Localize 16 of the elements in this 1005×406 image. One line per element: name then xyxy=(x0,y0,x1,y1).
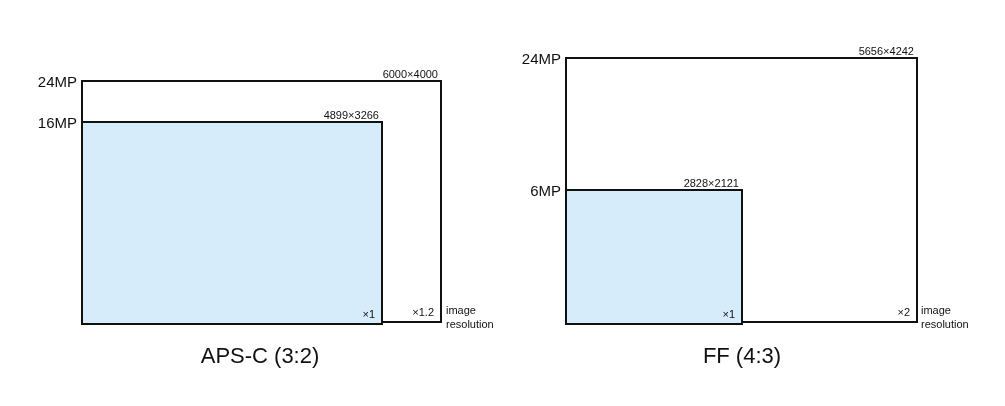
resolution-label: 6000×4000 xyxy=(382,68,438,80)
megapixel-label: 24MP xyxy=(37,73,77,90)
resolution-label: 2828×2121 xyxy=(683,177,739,189)
format-title: FF (4:3) xyxy=(701,342,783,370)
resolution-label: 5656×4242 xyxy=(858,45,914,57)
format-title: APS-C (3:2) xyxy=(199,342,321,370)
resolution-label: 4899×3266 xyxy=(323,109,379,121)
axis-caption: image resolution xyxy=(921,304,970,332)
megapixel-label: 16MP xyxy=(37,114,77,131)
megapixel-label: 24MP xyxy=(521,50,561,67)
scale-factor-label: ×2 xyxy=(897,306,910,318)
scale-factor-label: ×1.2 xyxy=(412,306,434,318)
axis-caption: image resolution xyxy=(446,304,495,332)
megapixel-label: 6MP xyxy=(530,182,561,199)
scale-factor-label: ×1 xyxy=(362,308,375,320)
scale-factor-label: ×1 xyxy=(722,308,735,320)
